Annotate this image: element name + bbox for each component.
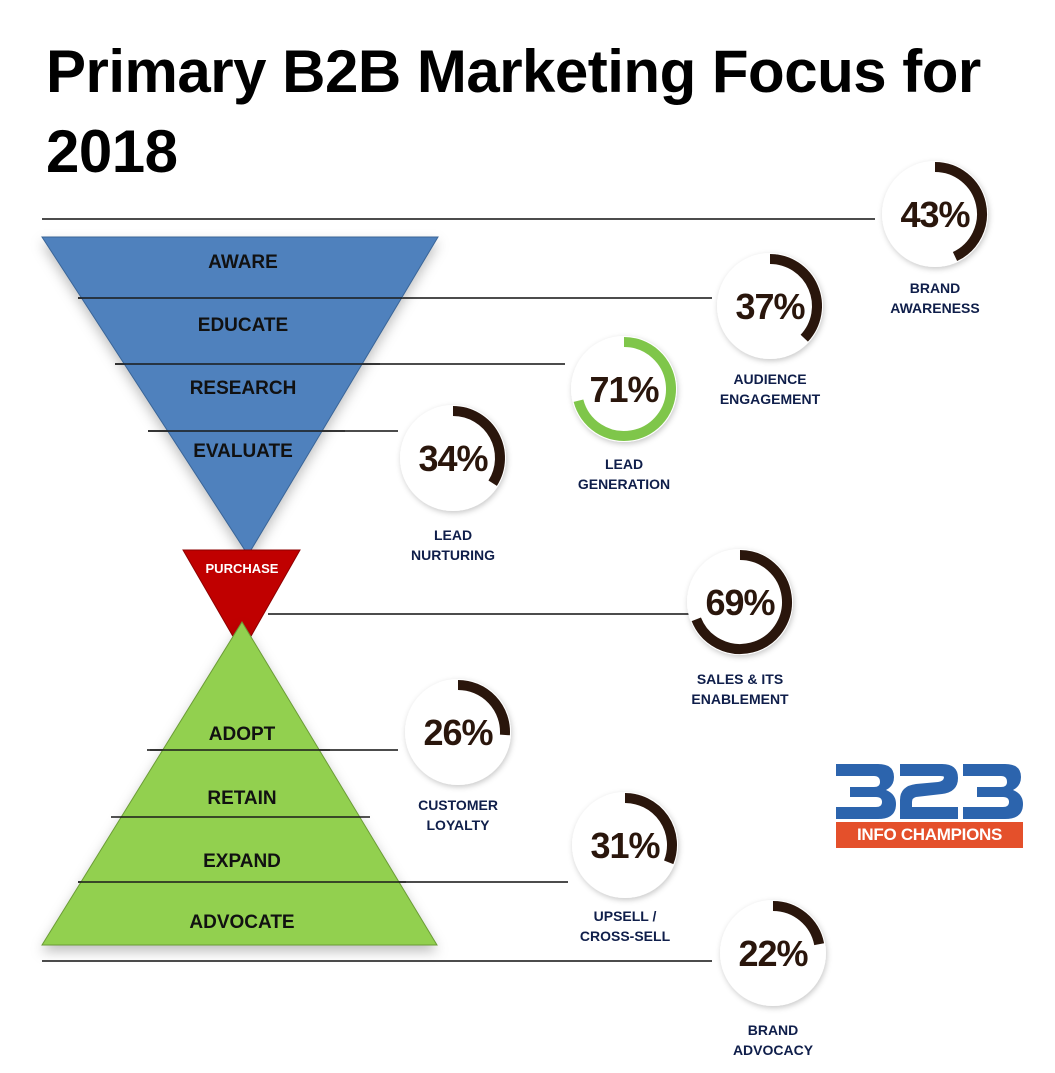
page-title: Primary B2B Marketing Focus for 2018 (46, 38, 981, 185)
gauge-value: 22% (738, 933, 808, 974)
gauge-arc (772, 901, 825, 946)
gauge-arc (624, 793, 677, 865)
stage-evaluate: EVALUATE (193, 441, 293, 462)
gauge-face (400, 405, 506, 511)
gauge-face (720, 900, 826, 1006)
gauge-caption-line1: LEAD (434, 527, 472, 543)
stage-expand: EXPAND (203, 851, 281, 872)
stage-purchase: PURCHASE (206, 561, 279, 576)
gauge-upsell-cross-sell: 31% UPSELL / CROSS-SELL (572, 792, 678, 944)
gauge-caption-line1: CUSTOMER (418, 797, 498, 813)
stage-aware: AWARE (208, 252, 278, 273)
gauge-audience-engagement: 37% AUDIENCE ENGAGEMENT (717, 253, 823, 407)
gauge-arc (691, 550, 792, 654)
gauge-caption-line2: ENGAGEMENT (720, 391, 821, 407)
gauge-value: 71% (589, 369, 659, 410)
gauge-face (572, 792, 678, 898)
gauge-lead-nurturing: 34% LEAD NURTURING (400, 405, 506, 563)
stage-advocate: ADVOCATE (189, 912, 294, 933)
b2b-logo-mark (836, 764, 1023, 819)
gauge-face (717, 253, 823, 359)
gauge-caption-line2: NURTURING (411, 547, 495, 563)
gauge-value: 26% (423, 712, 493, 753)
gauge-value: 31% (590, 825, 660, 866)
gauge-caption-line1: AUDIENCE (733, 371, 806, 387)
logo-tagline: INFO CHAMPIONS (836, 822, 1023, 848)
metric-gauges: 43% BRAND AWARENESS 37% AUDIENCE ENGAGEM… (400, 161, 988, 1058)
gauge-caption-line1: UPSELL / (594, 908, 657, 924)
gauge-arc (457, 680, 510, 736)
purchase-triangle (182, 549, 301, 654)
gauge-face (571, 336, 677, 442)
gauge-value: 34% (418, 438, 488, 479)
gauge-arc (573, 337, 676, 441)
gauge-sales-enablement: 69% SALES & ITS ENABLEMENT (687, 549, 793, 707)
gauge-brand-advocacy: 22% BRAND ADVOCACY (720, 900, 826, 1058)
gauge-value: 37% (735, 286, 805, 327)
gauge-caption-line2: ADVOCACY (733, 1042, 814, 1058)
gauge-caption-line1: SALES & ITS (697, 671, 783, 687)
gauge-customer-loyalty: 26% CUSTOMER LOYALTY (405, 679, 511, 833)
gauge-caption-line2: GENERATION (578, 476, 670, 492)
gauge-arc (452, 406, 505, 486)
bottom-funnel-shape (41, 621, 438, 946)
gauge-arc (934, 162, 987, 262)
gauge-value: 43% (900, 194, 970, 235)
stage-educate: EDUCATE (198, 315, 288, 336)
gauge-caption-line1: BRAND (910, 280, 961, 296)
gauge-caption-line2: LOYALTY (426, 817, 490, 833)
stage-research: RESEARCH (190, 378, 297, 399)
bottom-funnel (41, 621, 438, 946)
gauge-face (882, 161, 988, 267)
gauge-caption-line2: ENABLEMENT (691, 691, 789, 707)
stage-adopt: ADOPT (209, 724, 276, 745)
gauge-value: 69% (705, 582, 775, 623)
gauge-brand-awareness: 43% BRAND AWARENESS (882, 161, 988, 316)
top-funnel-shape (41, 236, 439, 556)
gauge-arc (769, 254, 822, 342)
stage-retain: RETAIN (207, 788, 276, 809)
top-funnel (41, 236, 439, 556)
gauge-face (687, 549, 793, 655)
b2b-info-champions-logo: INFO CHAMPIONS (836, 764, 1023, 848)
gauge-lead-generation: 71% LEAD GENERATION (571, 336, 677, 492)
gauge-caption-line2: AWARENESS (890, 300, 979, 316)
gauge-caption-line1: LEAD (605, 456, 643, 472)
gauge-caption-line1: BRAND (748, 1022, 799, 1038)
gauge-caption-line2: CROSS-SELL (580, 928, 671, 944)
gauge-face (405, 679, 511, 785)
